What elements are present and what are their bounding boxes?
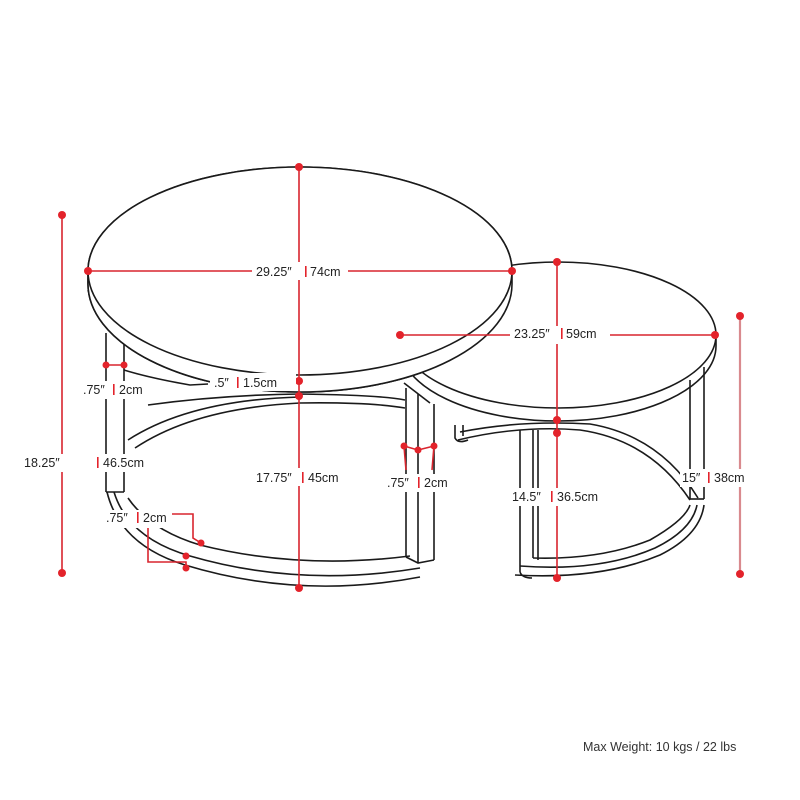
large-overall-height-imperial: 18.25″ bbox=[24, 456, 60, 470]
small-leg-width-imperial: .75″ bbox=[387, 476, 409, 490]
large-clearance-height-metric: 45cm bbox=[308, 471, 339, 485]
small-top-diameter-metric: 59cm bbox=[566, 327, 597, 341]
top-thickness-imperial: .5″ bbox=[214, 376, 229, 390]
large-overall-height-metric: 46.5cm bbox=[103, 456, 144, 470]
large-clearance-height-imperial: 17.75″ bbox=[256, 471, 292, 485]
large-top-diameter-metric: 74cm bbox=[310, 265, 341, 279]
base-ring-width-metric: 2cm bbox=[143, 511, 167, 525]
small-overall-height-imperial: 15″ bbox=[682, 471, 701, 485]
max-weight-note: Max Weight: 10 kgs / 22 lbs bbox=[583, 740, 737, 754]
base-ring-width-imperial: .75″ bbox=[106, 511, 128, 525]
large-leg-width-imperial: .75″ bbox=[83, 383, 105, 397]
dimension-labels: 29.25″ 74cm 23.25″ 59cm .5″ 1.5cm .75″ 2… bbox=[22, 262, 780, 528]
small-clearance-height-metric: 36.5cm bbox=[557, 490, 598, 504]
top-thickness-metric: 1.5cm bbox=[243, 376, 277, 390]
small-overall-height-metric: 38cm bbox=[714, 471, 745, 485]
small-leg-width-metric: 2cm bbox=[424, 476, 448, 490]
large-top-diameter-imperial: 29.25″ bbox=[256, 265, 292, 279]
small-top-diameter-imperial: 23.25″ bbox=[514, 327, 550, 341]
small-clearance-height-imperial: 14.5″ bbox=[512, 490, 541, 504]
large-leg-width-metric: 2cm bbox=[119, 383, 143, 397]
